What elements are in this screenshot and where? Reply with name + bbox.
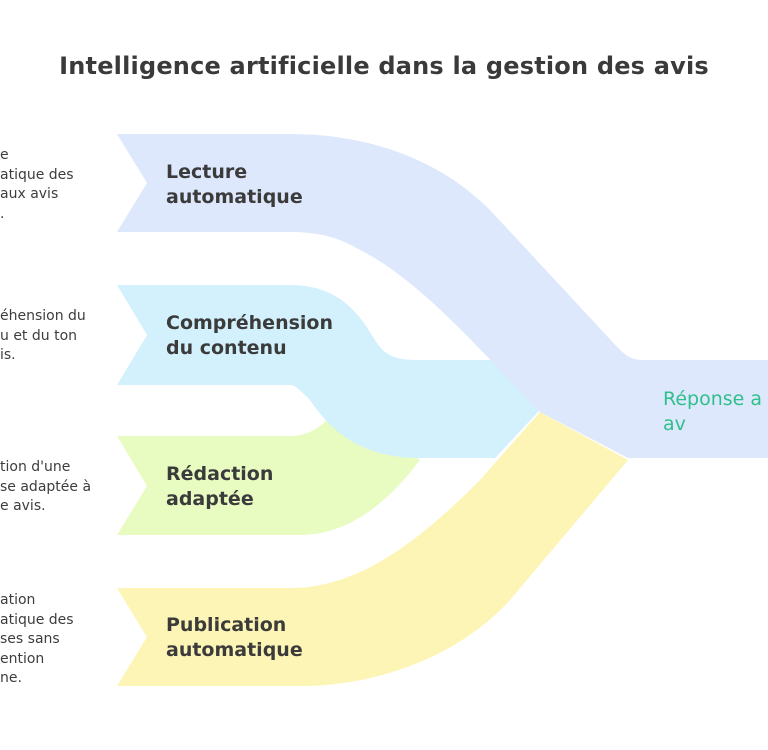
stage-description-redaction: tion d'une se adaptée à e avis. bbox=[0, 459, 92, 514]
ribbon-redaction bbox=[117, 410, 420, 535]
result-label: Réponse a av bbox=[663, 388, 763, 435]
stage-label-lecture: Lecture automatique bbox=[166, 161, 303, 208]
stage-label-publication: Publication automatique bbox=[166, 614, 303, 661]
stage-description-comprehension: éhension du u et du ton is. bbox=[0, 308, 86, 363]
ribbon-publication bbox=[117, 412, 628, 686]
diagram-title: Intelligence artificielle dans la gestio… bbox=[59, 52, 709, 80]
stage-label-redaction: Rédaction adaptée bbox=[166, 463, 274, 510]
ribbon-comprehension bbox=[117, 285, 540, 458]
stage-label-comprehension: Compréhension du contenu bbox=[166, 312, 333, 359]
stage-description-publication: ation atique des ses sans ention ne. bbox=[0, 592, 74, 686]
stage-description-lecture: e atique des aux avis . bbox=[0, 147, 74, 222]
ribbon-lecture bbox=[117, 134, 768, 458]
